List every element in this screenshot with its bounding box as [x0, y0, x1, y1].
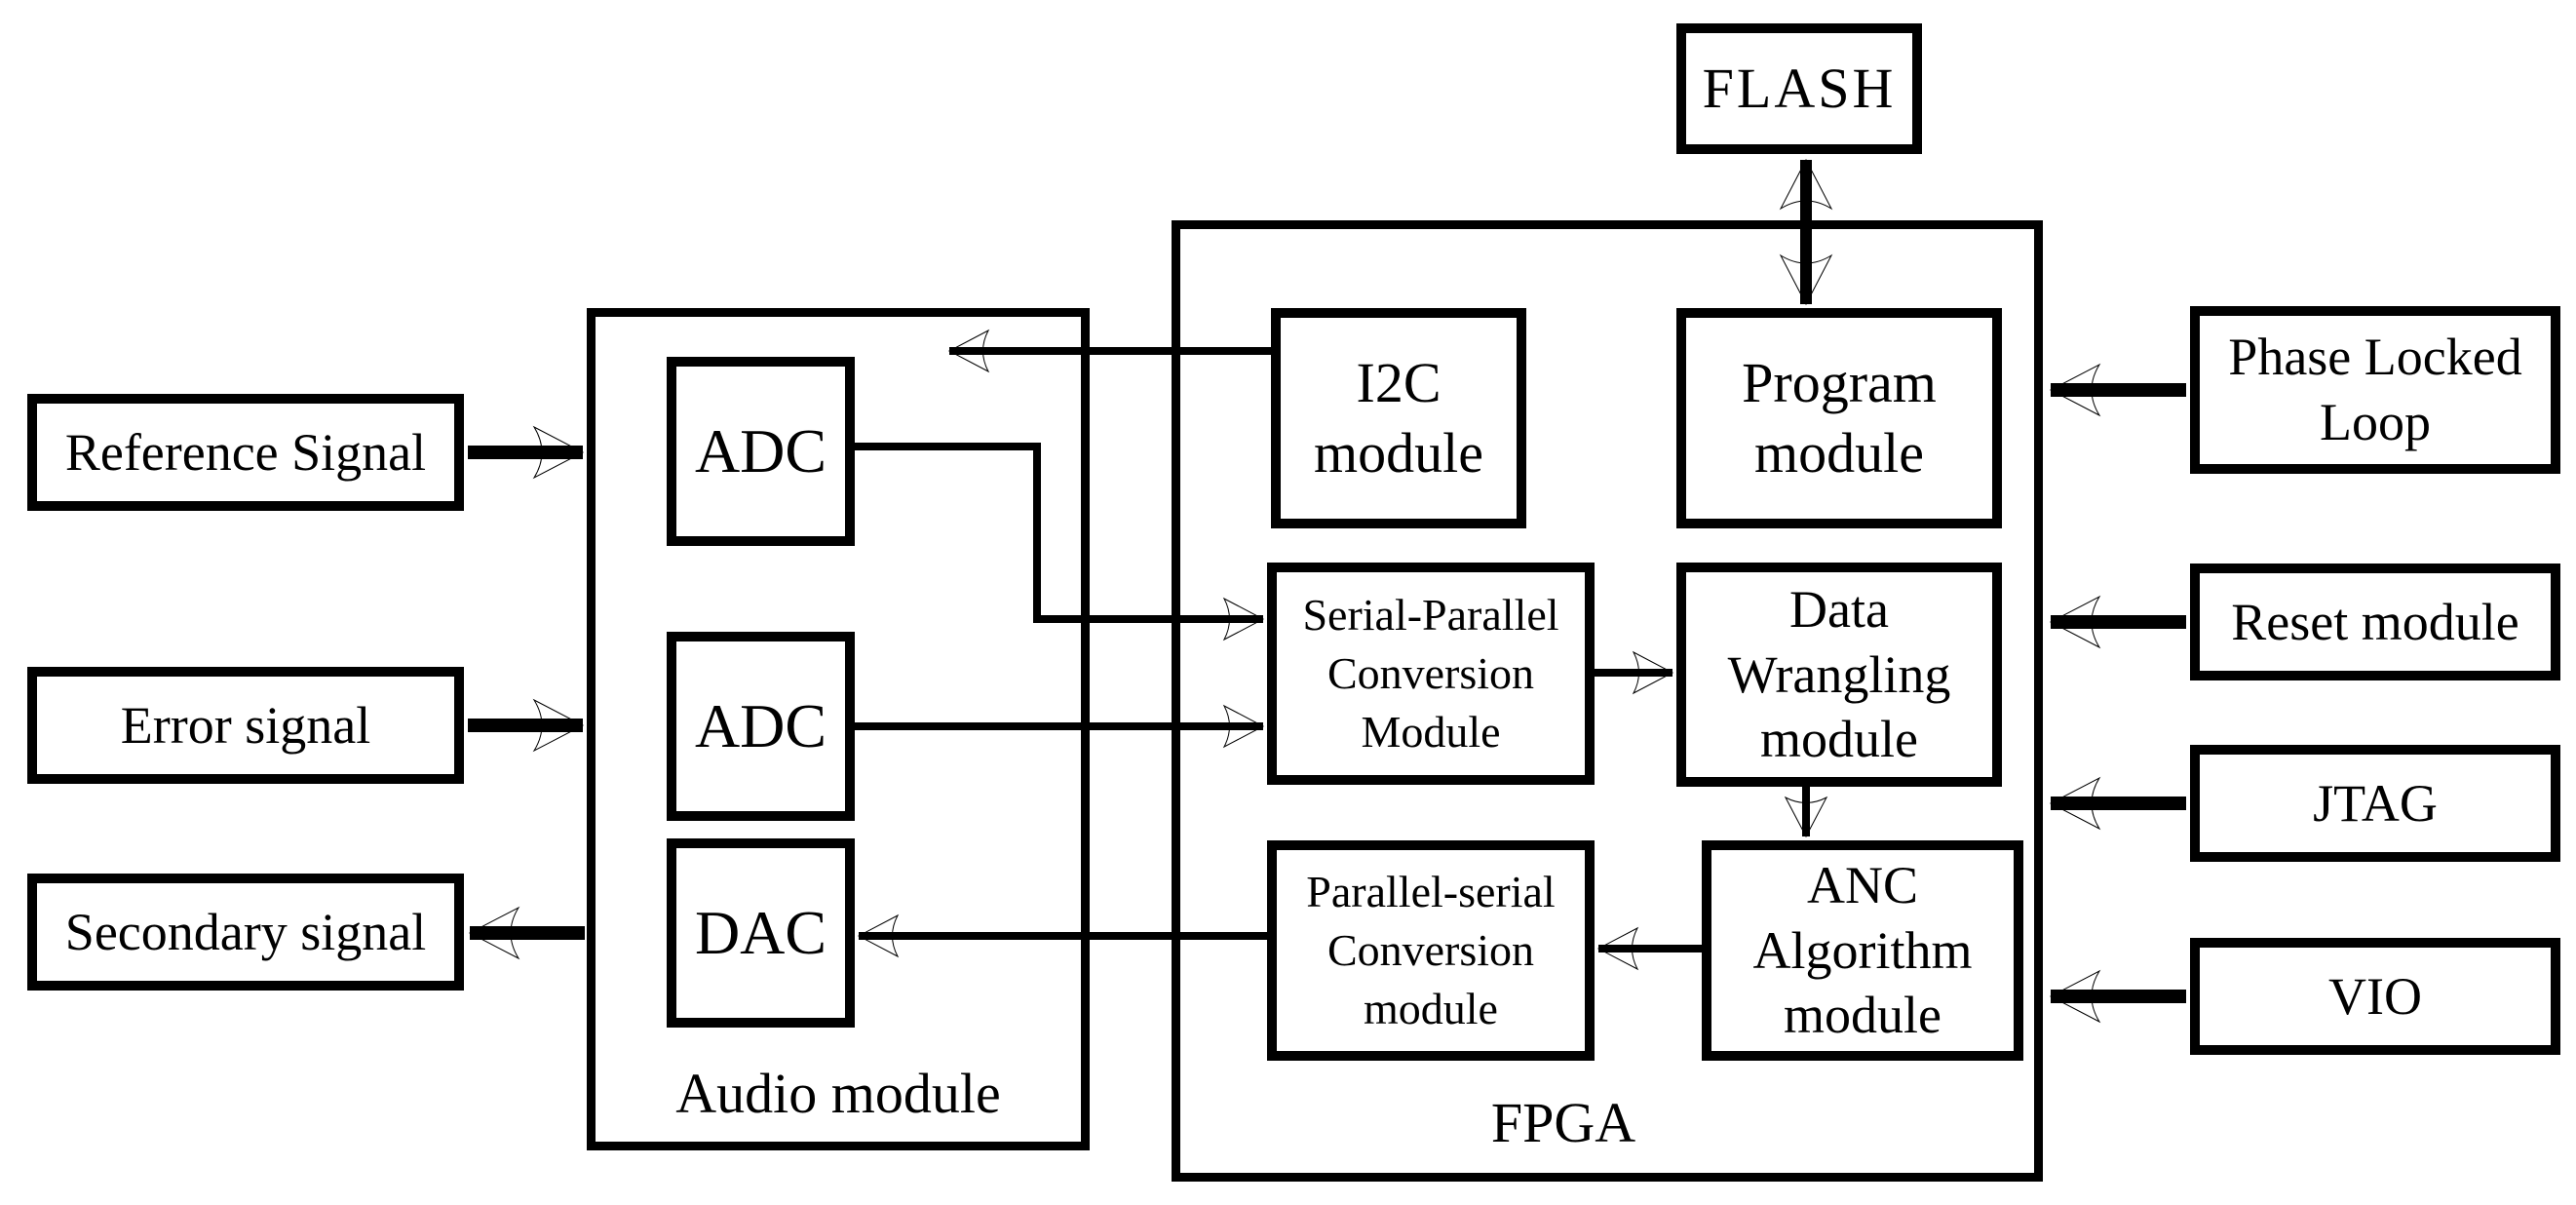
error-signal-box: Error signal — [27, 667, 464, 784]
i2c-module-box: I2C module — [1271, 308, 1526, 528]
serial-parallel-line1: Serial-Parallel — [1302, 590, 1559, 641]
jtag-label: JTAG — [2313, 773, 2438, 833]
dac-box: DAC — [667, 838, 855, 1028]
parallel-serial-line2: Conversion — [1326, 925, 1535, 976]
vio-box: VIO — [2190, 938, 2560, 1055]
anc-algorithm-module-box: ANC Algorithm module — [1702, 840, 2023, 1061]
adc1-box: ADC — [667, 357, 855, 546]
reference-signal-box: Reference Signal — [27, 394, 464, 511]
phase-locked-loop-label: Phase Locked Loop — [2228, 328, 2522, 451]
adc1-label: ADC — [694, 416, 827, 486]
data-wrangling-module-box: Data Wrangling module — [1676, 563, 2002, 787]
parallel-serial-conversion-box: Parallel-serial Conversion module — [1267, 840, 1595, 1061]
anc-line2: Algorithm — [1752, 920, 1973, 980]
adc2-box: ADC — [667, 632, 855, 821]
secondary-signal-box: Secondary signal — [27, 874, 464, 991]
flash-box: FLASH — [1676, 23, 1922, 154]
phase-locked-loop-box: Phase Locked Loop — [2190, 306, 2560, 474]
i2c-line2: module — [1314, 421, 1483, 485]
i2c-line1: I2C — [1356, 351, 1442, 415]
data-wrangling-line1: Data — [1789, 579, 1889, 639]
vio-label: VIO — [2328, 966, 2422, 1026]
reset-module-box: Reset module — [2190, 564, 2560, 680]
fpga-label: FPGA — [1490, 1091, 1636, 1154]
serial-parallel-line2: Conversion — [1326, 648, 1535, 699]
program-module-box: Program module — [1676, 308, 2002, 528]
fpga-container: FPGA — [1172, 220, 2043, 1182]
error-signal-label: Error signal — [120, 695, 371, 755]
reset-module-label: Reset module — [2231, 592, 2519, 651]
flash-label: FLASH — [1702, 57, 1897, 121]
serial-parallel-conversion-box: Serial-Parallel Conversion Module — [1267, 563, 1595, 785]
jtag-box: JTAG — [2190, 745, 2560, 862]
data-wrangling-line3: module — [1760, 710, 1918, 769]
dac-label: DAC — [694, 898, 827, 968]
secondary-signal-label: Secondary signal — [64, 902, 427, 961]
audio-module-label: Audio module — [675, 1062, 1001, 1125]
serial-parallel-line3: Module — [1361, 706, 1501, 757]
adc2-label: ADC — [694, 691, 827, 761]
data-wrangling-line2: Wrangling — [1727, 644, 1951, 704]
reference-signal-label: Reference Signal — [64, 422, 427, 482]
anc-line3: module — [1784, 986, 1942, 1045]
parallel-serial-line3: module — [1364, 983, 1498, 1033]
anc-line1: ANC — [1806, 855, 1918, 914]
program-line2: module — [1754, 421, 1924, 485]
parallel-serial-line1: Parallel-serial — [1306, 867, 1556, 917]
program-line1: Program — [1742, 351, 1937, 415]
